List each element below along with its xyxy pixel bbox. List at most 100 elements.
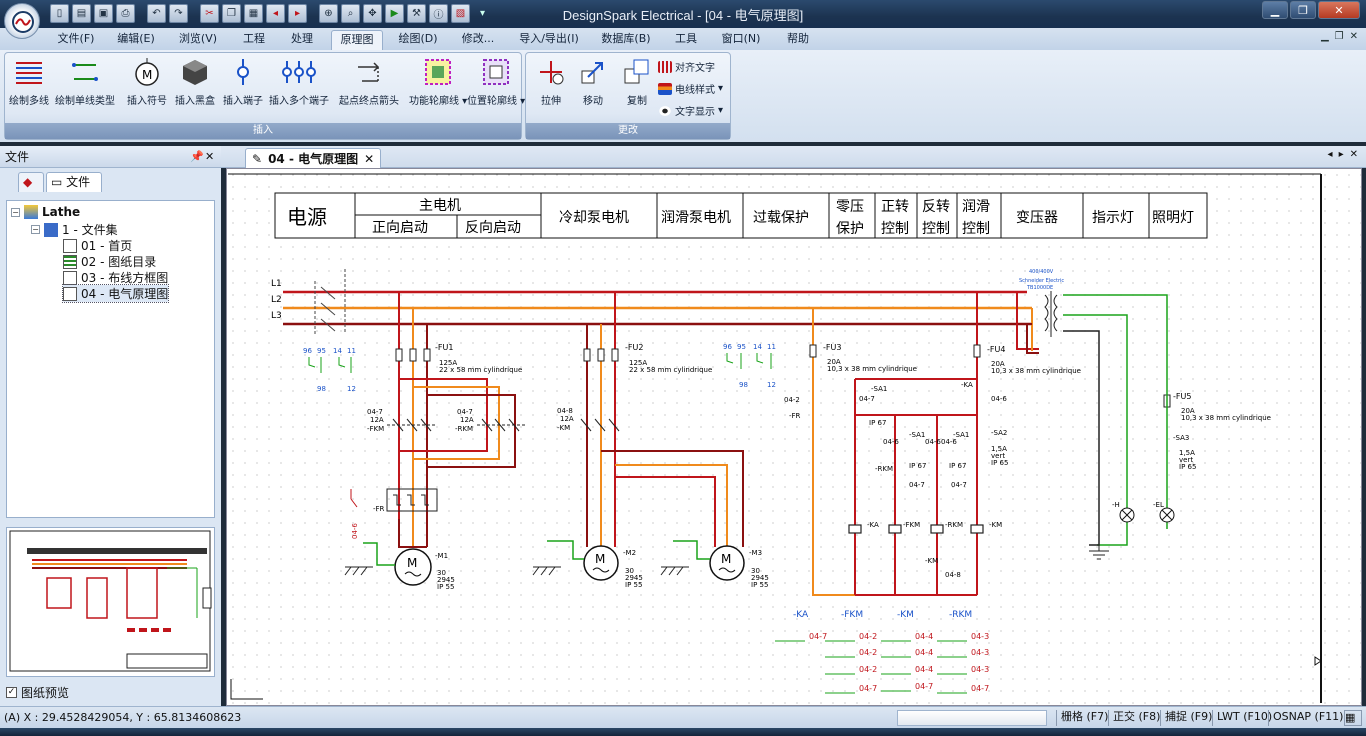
tab-help[interactable]: 帮助 (787, 32, 809, 45)
collapse-icon[interactable]: − (31, 225, 40, 234)
contactor-km[interactable] (580, 418, 620, 432)
coil-km[interactable] (970, 524, 984, 534)
grid-toggle[interactable]: 栅格 (F7) (1056, 710, 1112, 726)
tab-import-export[interactable]: 导入/导出(I) (519, 32, 579, 45)
motor-m1[interactable]: M (394, 548, 432, 586)
zoom-extents-icon[interactable]: ⊕ (319, 4, 338, 23)
snap-toggle[interactable]: 捕捉 (F9) (1160, 710, 1216, 726)
tab-draw[interactable]: 绘图(D) (398, 32, 438, 45)
copy-button[interactable]: 复制 (622, 57, 652, 107)
insert-multiple-terminals-button[interactable]: 插入多个端子 (269, 57, 329, 107)
tree-item-page-02[interactable]: 02 - 图纸目录 (63, 253, 156, 270)
drawing-canvas[interactable]: 电源 主电机 正向启动 反向启动 冷却泵电机 润滑泵电机 过载保护 零压 保护 … (226, 168, 1362, 706)
maximize-icon[interactable]: ❐ (1290, 1, 1316, 19)
status-menu-icon[interactable]: ▦ (1344, 710, 1362, 726)
m3-wire-c[interactable] (615, 476, 716, 547)
draw-single-wire-button[interactable]: 绘制单线类型 (55, 57, 115, 107)
fuse-fu4[interactable] (973, 344, 981, 358)
tab-database[interactable]: 数据库(B) (601, 32, 651, 45)
cut-icon[interactable]: ✂ (200, 4, 219, 23)
location-outline-button[interactable]: 位置轮廓线 ▾ (467, 57, 525, 107)
osnap-toggle[interactable]: OSNAP (F11) (1268, 710, 1347, 726)
reverse-wire-c[interactable] (427, 394, 516, 468)
m3-wire-b[interactable] (615, 464, 728, 547)
transformer[interactable]: 400/400V Schneider Electric TB1000DE (1019, 269, 1064, 337)
panel-close-icon[interactable]: ✕ (205, 150, 215, 163)
insert-blackbox-button[interactable]: 插入黑盒 (175, 57, 215, 107)
indicator-lamp-h[interactable] (1119, 507, 1135, 523)
tree-item-page-03[interactable]: 03 - 布线方框图 (63, 269, 168, 286)
main-disconnect-switch[interactable] (314, 269, 346, 334)
paste-icon[interactable]: ▦ (244, 4, 263, 23)
motor-m2[interactable]: M (583, 545, 619, 581)
contactor-fkm[interactable] (387, 418, 437, 432)
thermal-relay-fr[interactable] (386, 488, 438, 512)
close-icon[interactable]: ✕ (1318, 1, 1360, 19)
indicator-feed[interactable] (1063, 314, 1128, 546)
reverse-wire-b[interactable] (413, 386, 500, 460)
info-icon[interactable]: ⓘ (429, 4, 448, 23)
fuse-fu3[interactable] (809, 344, 817, 358)
minimize-icon[interactable]: ▁ (1262, 1, 1288, 19)
draw-multiwire-button[interactable]: 绘制多线 (9, 57, 49, 107)
document-tab[interactable]: ✎ 04 - 电气原理图 ✕ (245, 148, 382, 168)
project-tree[interactable]: −Lathe −1 - 文件集 01 - 首页 02 - 图纸目录 03 - 布… (6, 200, 215, 518)
customize-qat-icon[interactable]: ▾ (479, 8, 486, 19)
lamp-feed-green[interactable] (1063, 294, 1168, 529)
tree-item-page-04[interactable]: 04 - 电气原理图 (61, 284, 170, 303)
sheet-preview[interactable] (6, 527, 215, 677)
copy-icon[interactable]: ❐ (222, 4, 241, 23)
schematic-drawing[interactable]: 电源 主电机 正向启动 反向启动 冷却泵电机 润滑泵电机 过载保护 零压 保护 … (227, 169, 1361, 705)
document-close-icon[interactable]: ✕ (1349, 149, 1358, 160)
origin-destination-arrow-button[interactable]: 起点终点箭头 (339, 57, 399, 107)
coil-ka[interactable] (848, 524, 862, 534)
wire-style-button[interactable]: 电线样式▾ (658, 81, 723, 96)
fuse-fu1[interactable] (395, 348, 431, 362)
text-display-button[interactable]: 文字显示▾ (658, 103, 723, 118)
m1-feed[interactable] (398, 519, 427, 548)
collapse-icon[interactable]: − (11, 207, 20, 217)
lwt-toggle[interactable]: LWT (F10) (1212, 710, 1276, 726)
files-tab[interactable]: ▭ 文件 (46, 172, 102, 192)
tab-scroll-right-icon[interactable]: ▸ (1338, 149, 1344, 160)
reverse-wire-a[interactable] (399, 378, 488, 452)
open-icon[interactable]: ▤ (72, 4, 91, 23)
app-logo-button[interactable] (4, 3, 40, 39)
lighting-lamp-el[interactable] (1159, 507, 1175, 523)
sheet-preview-checkbox[interactable]: ✓图纸预览 (6, 686, 70, 700)
coil-rkm[interactable] (930, 524, 944, 534)
tree-item-page-01[interactable]: 01 - 首页 (63, 237, 132, 254)
ortho-toggle[interactable]: 正交 (F8) (1108, 710, 1164, 726)
print-icon[interactable]: ⎙ (116, 4, 135, 23)
tab-tools[interactable]: 工具 (675, 32, 697, 45)
tab-window[interactable]: 窗口(N) (721, 32, 761, 45)
tab-view[interactable]: 浏览(V) (178, 32, 218, 45)
tab-project[interactable]: 工程 (243, 32, 265, 45)
new-icon[interactable]: ▯ (50, 4, 69, 23)
motor-m3[interactable]: M (709, 545, 745, 581)
tools-icon[interactable]: ⚒ (407, 4, 426, 23)
insert-terminal-button[interactable]: 插入端子 (223, 57, 263, 107)
tree-item-bookset[interactable]: −1 - 文件集 (31, 222, 118, 237)
pdf-icon[interactable]: ▧ (451, 4, 470, 23)
align-text-button[interactable]: 对齐文字 (658, 59, 715, 74)
fuse-fu2[interactable] (583, 348, 619, 362)
undo-icon[interactable]: ↶ (147, 4, 166, 23)
mdi-close-icon[interactable]: ✕ (1349, 31, 1358, 42)
insert-symbol-button[interactable]: M 插入符号 (127, 57, 167, 107)
mdi-restore-icon[interactable]: ❐ (1334, 31, 1344, 42)
tab-modify[interactable]: 修改... (461, 32, 495, 45)
tab-process[interactable]: 处理 (291, 32, 313, 45)
mdi-minimize-icon[interactable]: ▁ (1320, 31, 1329, 42)
components-tab[interactable]: ◆ (18, 172, 44, 192)
go-icon[interactable]: ▶ (385, 4, 404, 23)
control-feed-orange[interactable] (812, 308, 855, 596)
coil-fkm[interactable] (888, 524, 902, 534)
contactor-rkm[interactable] (477, 418, 525, 432)
redo-icon[interactable]: ↷ (169, 4, 188, 23)
tab-scroll-left-icon[interactable]: ◂ (1327, 149, 1333, 160)
save-icon[interactable]: ▣ (94, 4, 113, 23)
next-page-icon[interactable]: ▸ (288, 4, 307, 23)
pan-icon[interactable]: ✥ (363, 4, 382, 23)
tree-item-lathe[interactable]: −Lathe (11, 205, 81, 219)
